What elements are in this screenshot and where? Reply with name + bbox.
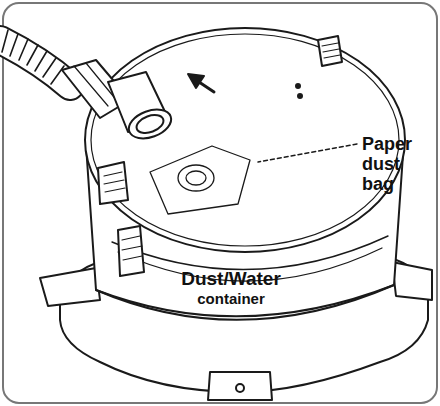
part-label: container [136, 291, 326, 308]
part-label: Paper dust bag [362, 134, 426, 194]
leader-line [258, 144, 357, 162]
part-label: Dust/Water [136, 268, 326, 289]
